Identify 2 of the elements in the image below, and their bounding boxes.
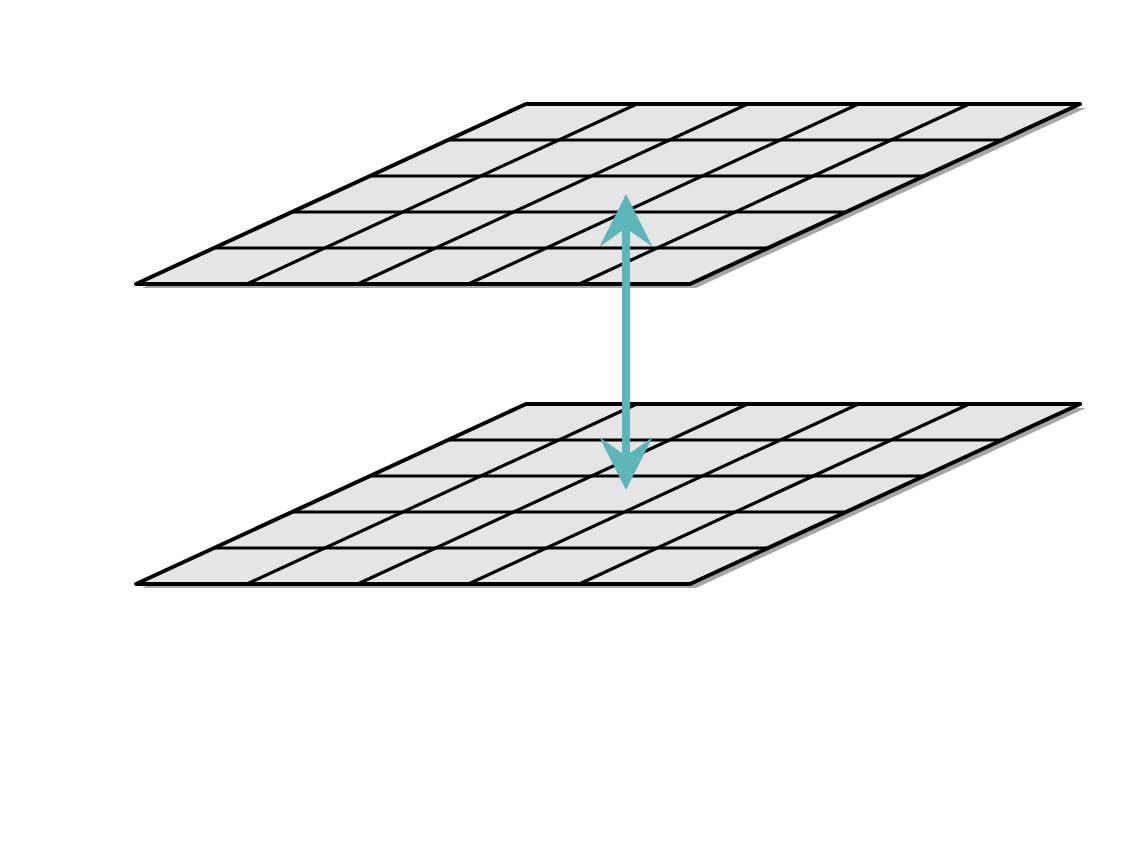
grid-drawing	[134, 102, 1086, 288]
grid-drawing	[134, 402, 1086, 588]
